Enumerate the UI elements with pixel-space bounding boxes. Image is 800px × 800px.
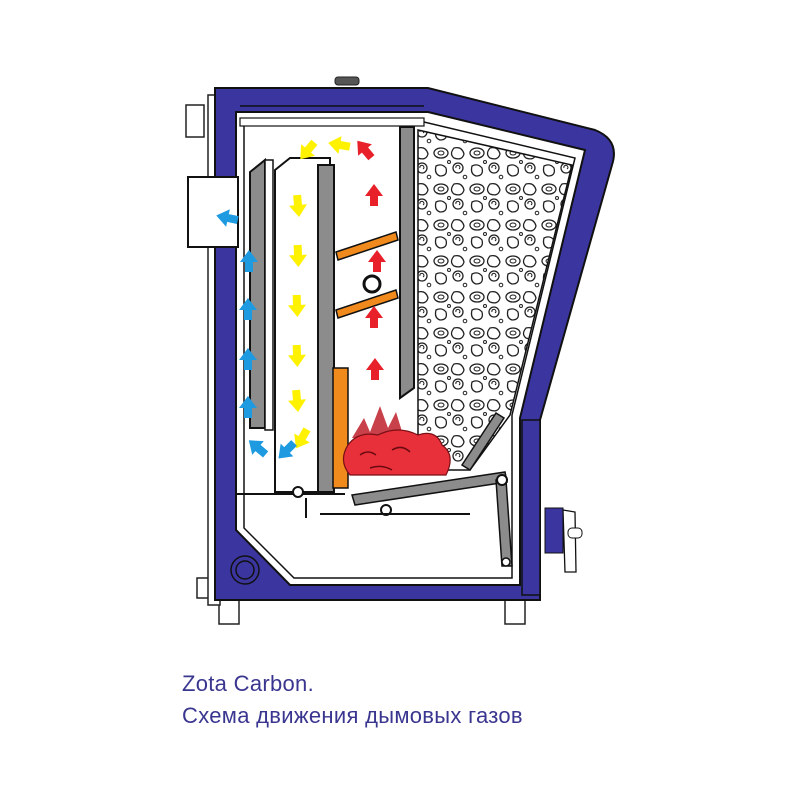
loading-door — [521, 419, 583, 596]
diagram-subtitle: Схема движения дымовых газов — [182, 703, 523, 728]
flue-outlet — [187, 176, 239, 248]
top-knob — [334, 76, 360, 86]
legs — [218, 599, 526, 625]
heat-exchanger — [249, 126, 415, 493]
grate — [236, 411, 513, 567]
fuel-hopper — [417, 129, 573, 471]
orange-baffles — [335, 231, 399, 319]
diagram-title: Zota Carbon. — [182, 671, 315, 696]
fire — [342, 406, 451, 476]
